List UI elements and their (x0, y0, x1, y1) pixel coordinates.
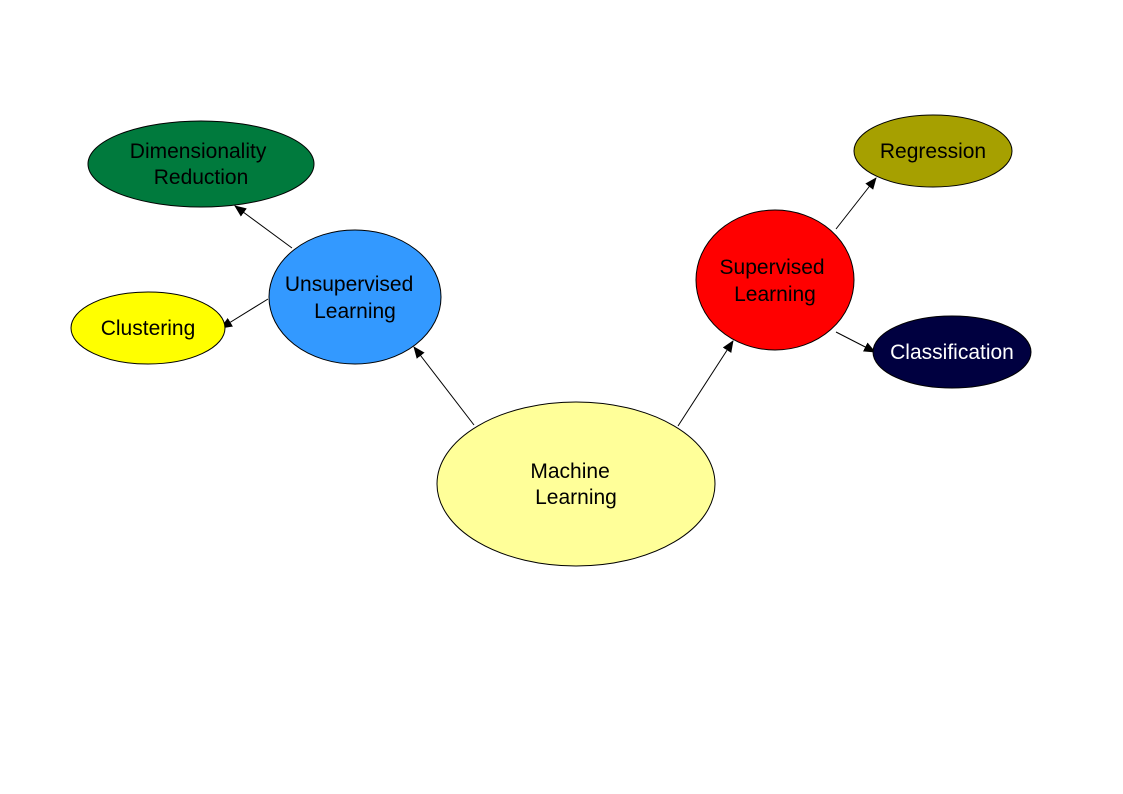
dimensionality-reduction-label-line-2: Reduction (154, 166, 249, 189)
node-clustering[interactable]: Clustering (70, 291, 226, 365)
supervised-learning-label-line-1: Supervised (720, 256, 825, 279)
unsupervised-learning-label-line-2: Learning (314, 300, 396, 323)
classification-label: Classification (890, 341, 1014, 364)
edge-supervised-to-regression (835, 177, 877, 230)
unsupervised-learning-ellipse (268, 229, 442, 365)
node-supervised-learning[interactable]: Supervised Learning (695, 209, 855, 351)
dimensionality-reduction-label: Dimensionality Reduction (130, 140, 272, 189)
dimensionality-reduction-label-line-1: Dimensionality (130, 140, 267, 163)
machine-learning-label: Machine Learning (530, 460, 616, 509)
clustering-label: Clustering (101, 317, 196, 340)
machine-learning-label-line-1: Machine (530, 460, 609, 483)
edge-ml-to-supervised (677, 340, 734, 427)
classification-ellipse (872, 315, 1032, 389)
edge-supervised-to-classification (835, 331, 876, 353)
supervised-learning-label-line-2: Learning (734, 283, 816, 306)
node-regression[interactable]: Regression (853, 114, 1013, 188)
edges (220, 177, 877, 427)
regression-label-line-1: Regression (880, 140, 986, 163)
regression-label: Regression (880, 140, 986, 163)
edge-ml-to-unsupervised (413, 346, 475, 426)
dimensionality-reduction-ellipse (87, 120, 315, 208)
node-unsupervised-learning[interactable]: Unsupervised Learning (268, 229, 442, 365)
node-machine-learning[interactable]: Machine Learning (436, 401, 716, 567)
clustering-label-line-1: Clustering (101, 317, 196, 340)
edge-unsupervised-to-dimred (234, 205, 293, 249)
clustering-ellipse (70, 291, 226, 365)
machine-learning-ellipse (436, 401, 716, 567)
unsupervised-learning-label: Unsupervised Learning (285, 273, 419, 323)
edge-unsupervised-to-clustering (220, 298, 269, 329)
regression-ellipse (853, 114, 1013, 188)
supervised-learning-ellipse (695, 209, 855, 351)
node-classification[interactable]: Classification (872, 315, 1032, 389)
node-dimensionality-reduction[interactable]: Dimensionality Reduction (87, 120, 315, 208)
classification-label-line-1: Classification (890, 341, 1014, 364)
machine-learning-label-line-2: Learning (535, 486, 617, 509)
supervised-learning-label: Supervised Learning (720, 256, 831, 306)
unsupervised-learning-label-line-1: Unsupervised (285, 273, 413, 296)
